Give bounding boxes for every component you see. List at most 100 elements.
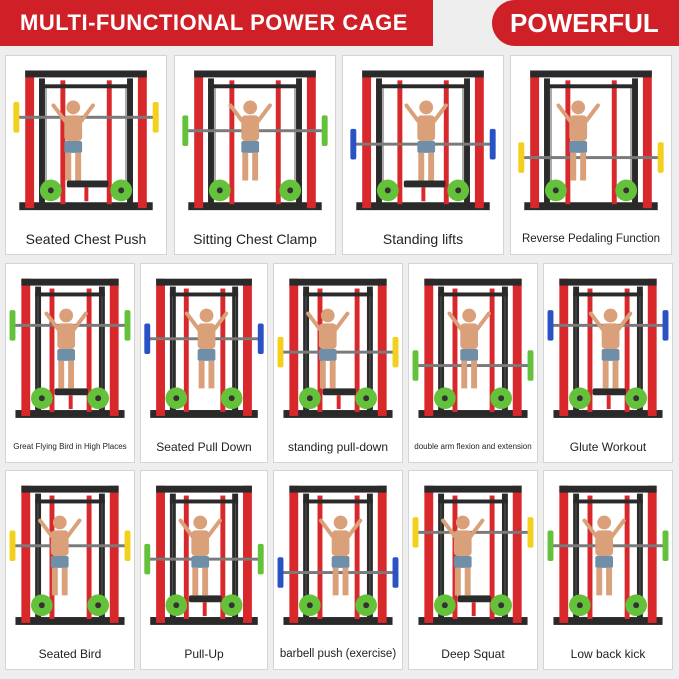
- front-upright: [194, 70, 204, 209]
- barbell: [11, 544, 129, 548]
- front-upright: [647, 278, 657, 416]
- exercise-card: Pull-Up: [140, 470, 268, 670]
- plate-hub: [173, 602, 180, 609]
- person-arm: [38, 518, 54, 539]
- weight-plate: [144, 543, 151, 575]
- weight-plate: [412, 517, 419, 548]
- smith-guide-rod: [86, 495, 92, 620]
- weight-plate: [662, 310, 669, 341]
- plate-hub: [95, 395, 102, 402]
- exercise-card: standing pull-down: [273, 263, 403, 463]
- person-torso: [569, 115, 588, 141]
- smith-guide-rod: [86, 288, 92, 413]
- bench-seat: [54, 388, 88, 396]
- exercise-card: Glute Workout: [543, 263, 673, 463]
- person-leg: [198, 360, 205, 389]
- exercise-caption: Sitting Chest Clamp: [193, 231, 317, 247]
- person-arm: [318, 518, 335, 539]
- smith-guide-rod: [452, 288, 458, 413]
- person-arm: [51, 103, 68, 124]
- weight-plate: [152, 101, 159, 133]
- bench-leg: [421, 187, 426, 202]
- standing-pull-down-illustration: [277, 278, 399, 418]
- person-leg: [61, 567, 68, 596]
- top-crossbar: [156, 485, 252, 493]
- sitting-chest-clamp-illustration: [182, 70, 328, 211]
- person-torso: [331, 530, 350, 556]
- person-leg: [471, 360, 478, 389]
- front-upright: [559, 278, 569, 416]
- weight-plate: [392, 336, 399, 368]
- person-leg: [602, 360, 609, 389]
- plate-hub: [498, 395, 505, 402]
- pullup-bar: [35, 499, 105, 504]
- cage-base: [553, 617, 663, 625]
- person-head: [320, 308, 335, 323]
- top-crossbar: [559, 485, 657, 493]
- weight-plate: [257, 323, 264, 355]
- weight-plate: [13, 101, 20, 133]
- weight-plate: [657, 142, 664, 173]
- exercise-card: Great Flying Bird in High Places: [5, 263, 135, 463]
- plate-hub: [306, 395, 313, 402]
- exercise-caption: Low back kick: [570, 647, 646, 661]
- exercise-caption: Seated Pull Down: [156, 440, 252, 454]
- person-shorts: [197, 349, 216, 361]
- rear-upright: [208, 78, 214, 207]
- weight-plate: [518, 142, 525, 173]
- rear-upright: [544, 78, 550, 207]
- front-upright: [21, 278, 31, 416]
- weight-plate: [527, 517, 534, 548]
- person-torso: [50, 530, 69, 556]
- person-shorts: [191, 556, 210, 568]
- weight-plate: [489, 128, 496, 160]
- person-arm: [333, 311, 350, 332]
- person-shorts: [601, 349, 620, 361]
- smith-guide-rod: [611, 80, 617, 205]
- weight-plate: [321, 115, 328, 147]
- plate-hub: [47, 187, 54, 194]
- weight-plate: [124, 530, 131, 562]
- person-leg: [68, 360, 75, 389]
- weight-plate: [9, 530, 16, 562]
- person-shorts: [57, 349, 76, 361]
- exercise-card: Seated Bird: [5, 470, 135, 670]
- person-arm: [582, 518, 599, 539]
- smith-guide-rod: [106, 80, 112, 205]
- plate-hub: [38, 395, 45, 402]
- plate-hub: [441, 602, 448, 609]
- person-head: [455, 515, 470, 530]
- smith-guide-rod: [565, 80, 571, 205]
- front-upright: [243, 278, 252, 416]
- cage-base: [19, 202, 153, 211]
- bench-seat: [188, 595, 222, 603]
- exercise-caption: Seated Bird: [38, 647, 102, 661]
- cage-base: [15, 410, 125, 418]
- exercise-card: Low back kick: [543, 470, 673, 670]
- front-upright: [109, 278, 119, 416]
- person-torso: [453, 530, 472, 556]
- pullup-bar: [376, 84, 470, 89]
- front-upright: [559, 485, 569, 623]
- plate-hub: [228, 395, 235, 402]
- exercise-card: Seated Pull Down: [140, 263, 268, 463]
- top-crossbar: [289, 485, 387, 493]
- front-upright: [21, 485, 31, 623]
- person-head: [66, 100, 81, 115]
- header-tagline-badge: POWERFUL: [492, 0, 679, 46]
- person-head: [243, 100, 258, 115]
- front-upright: [647, 485, 657, 623]
- weight-plate: [392, 557, 399, 588]
- person-shorts: [417, 141, 436, 153]
- plate-hub: [384, 187, 391, 194]
- seated-chest-push-illustration: [13, 70, 159, 211]
- plate-hub: [38, 602, 45, 609]
- person-head: [603, 308, 618, 323]
- deep-squat-illustration: [412, 485, 534, 625]
- person-arm: [212, 311, 229, 332]
- smith-guide-rod: [624, 288, 630, 413]
- bench-leg: [606, 395, 611, 410]
- great-flying-bird-illustration: [9, 278, 131, 418]
- weight-plate: [350, 128, 357, 160]
- exercise-caption: Great Flying Bird in High Places: [13, 442, 127, 451]
